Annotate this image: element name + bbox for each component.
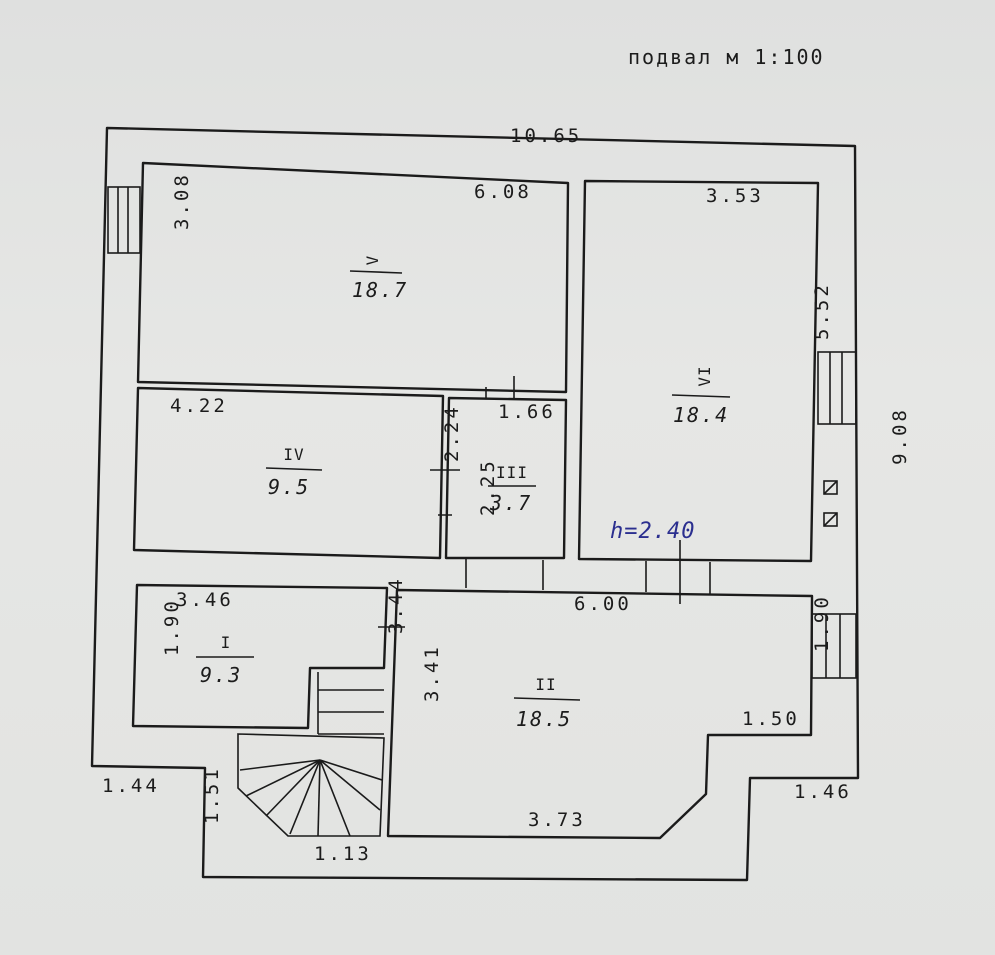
dim-label: 3.41 [421, 644, 443, 702]
dim-label: 3.46 [176, 589, 234, 611]
room-label-iii: III 3.7 [488, 463, 536, 515]
window-left [107, 186, 141, 254]
staircase-winder [237, 733, 385, 837]
room-label-v: V 18.7 [349, 255, 408, 302]
dim-label: 2.25 [477, 458, 499, 516]
dim-label: 3.53 [706, 185, 764, 207]
room-iii-outline [444, 396, 568, 560]
room-id: I [221, 633, 232, 652]
room-id: V [363, 255, 382, 266]
room-label-iv: IV 9.5 [265, 445, 323, 499]
room-area: 9.3 [200, 663, 242, 687]
dim-label: 5.52 [811, 282, 833, 340]
dim-overall-width: 10.65 [510, 125, 582, 147]
room-area: 18.4 [673, 403, 729, 427]
corridor-lines [465, 540, 711, 604]
room-label-i: I 9.3 [196, 633, 254, 687]
room-label-ii: II 18.5 [513, 675, 581, 731]
plan-title: подвал м 1:100 [628, 45, 825, 69]
dim-label: 3.08 [171, 172, 193, 230]
dim-label: 1.66 [498, 401, 556, 423]
room-area: 9.5 [268, 475, 310, 499]
dim-label: 6.08 [474, 181, 532, 203]
dim-label: 1.51 [201, 766, 223, 824]
dim-label: 1.90 [161, 598, 183, 656]
dim-label: 1.13 [314, 843, 372, 865]
room-i-outline [131, 583, 389, 730]
dim-label: 3.44 [385, 576, 407, 634]
dim-label: 1.46 [794, 781, 852, 803]
ceiling-height-note: h=2.40 [610, 519, 695, 544]
door-ticks [378, 376, 515, 628]
room-iv-outline [132, 386, 445, 560]
vent-duct-upper [823, 480, 838, 495]
room-id: IV [283, 445, 304, 464]
dim-label: 3.73 [528, 809, 586, 831]
dim-label: 1.90 [811, 594, 833, 652]
room-id: III [496, 463, 528, 482]
room-area: 3.7 [489, 491, 532, 515]
dim-overall-depth: 9.08 [889, 407, 911, 465]
dim-label: 1.44 [102, 775, 160, 797]
window-right-upper [817, 351, 857, 425]
window-right-lower [811, 613, 857, 679]
room-id: II [535, 675, 556, 694]
room-area: 18.5 [516, 707, 572, 731]
dim-label: 1.50 [742, 708, 800, 730]
room-area: 18.7 [352, 278, 408, 302]
dim-label: 4.22 [170, 395, 228, 417]
dim-label: 6.00 [574, 593, 632, 615]
room-label-vi: VI 18.4 [671, 365, 731, 427]
room-v-outline [136, 161, 570, 394]
room-vi-outline [577, 179, 820, 563]
room-id: VI [695, 365, 714, 386]
staircase-straight [317, 672, 384, 735]
vent-duct-lower [823, 512, 838, 527]
dim-label: 2.24 [441, 404, 463, 462]
